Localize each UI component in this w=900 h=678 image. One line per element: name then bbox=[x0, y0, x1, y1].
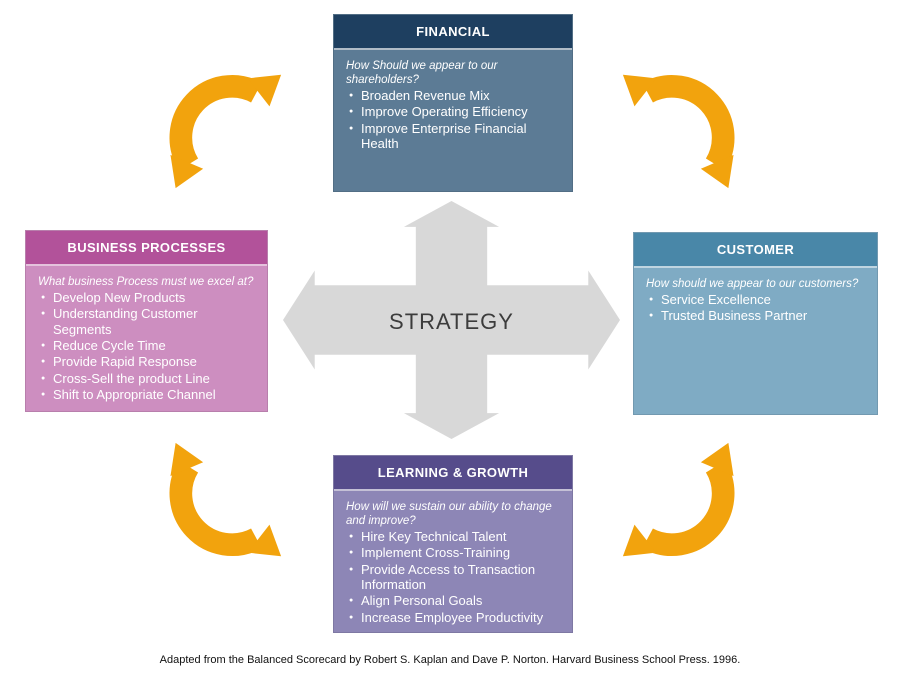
bullet-item: Shift to Appropriate Channel bbox=[38, 387, 257, 402]
bullet-item: Provide Rapid Response bbox=[38, 354, 257, 369]
bullet-item: Understanding Customer Segments bbox=[38, 306, 257, 337]
panel-customer: CUSTOMER How should we appear to our cus… bbox=[633, 232, 878, 415]
panel-financial-bullets: Broaden Revenue MixImprove Operating Eff… bbox=[346, 88, 562, 151]
panel-financial-title: FINANCIAL bbox=[334, 15, 572, 50]
bullet-item: Reduce Cycle Time bbox=[38, 338, 257, 353]
curved-arrow-bottom-left-icon bbox=[150, 436, 288, 574]
bullet-item: Improve Enterprise Financial Health bbox=[346, 121, 562, 152]
panel-learning-growth: LEARNING & GROWTH How will we sustain ou… bbox=[333, 455, 573, 633]
bullet-item: Implement Cross-Training bbox=[346, 545, 562, 560]
bullet-item: Cross-Sell the product Line bbox=[38, 371, 257, 386]
bullet-item: Broaden Revenue Mix bbox=[346, 88, 562, 103]
bullet-item: Align Personal Goals bbox=[346, 593, 562, 608]
panel-business-processes-bullets: Develop New ProductsUnderstanding Custom… bbox=[38, 290, 257, 402]
panel-business-processes-question: What business Process must we excel at? bbox=[38, 276, 254, 288]
panel-financial-question: How Should we appear to our shareholders… bbox=[346, 60, 498, 87]
curved-arrow-top-right-icon bbox=[616, 57, 754, 195]
bullet-item: Hire Key Technical Talent bbox=[346, 529, 562, 544]
strategy-label: STRATEGY bbox=[389, 309, 514, 334]
curved-arrow-top-left-icon bbox=[150, 57, 288, 195]
panel-customer-title: CUSTOMER bbox=[634, 233, 877, 268]
curved-arrow-bottom-right-icon bbox=[616, 436, 754, 574]
panel-customer-question: How should we appear to our customers? bbox=[646, 278, 859, 290]
panel-customer-bullets: Service ExcellenceTrusted Business Partn… bbox=[646, 292, 867, 324]
bullet-item: Develop New Products bbox=[38, 290, 257, 305]
bullet-item: Service Excellence bbox=[646, 292, 867, 307]
panel-learning-growth-question: How will we sustain our ability to chang… bbox=[346, 501, 552, 528]
panel-learning-growth-bullets: Hire Key Technical TalentImplement Cross… bbox=[346, 529, 562, 625]
panel-customer-body: How should we appear to our customers? S… bbox=[634, 268, 877, 333]
source-caption: Adapted from the Balanced Scorecard by R… bbox=[159, 654, 741, 666]
bullet-item: Increase Employee Productivity bbox=[346, 610, 562, 625]
panel-business-processes-title: BUSINESS PROCESSES bbox=[26, 231, 267, 266]
panel-financial-body: How Should we appear to our shareholders… bbox=[334, 50, 572, 160]
panel-business-processes-body: What business Process must we excel at? … bbox=[26, 266, 267, 411]
bullet-item: Trusted Business Partner bbox=[646, 308, 867, 323]
panel-learning-growth-title: LEARNING & GROWTH bbox=[334, 456, 572, 491]
bullet-item: Provide Access to Transaction Informatio… bbox=[346, 562, 562, 593]
panel-financial: FINANCIAL How Should we appear to our sh… bbox=[333, 14, 573, 192]
strategy-cross-arrow bbox=[283, 201, 620, 439]
bullet-item: Improve Operating Efficiency bbox=[346, 104, 562, 119]
panel-learning-growth-body: How will we sustain our ability to chang… bbox=[334, 491, 572, 634]
panel-business-processes: BUSINESS PROCESSES What business Process… bbox=[25, 230, 268, 412]
